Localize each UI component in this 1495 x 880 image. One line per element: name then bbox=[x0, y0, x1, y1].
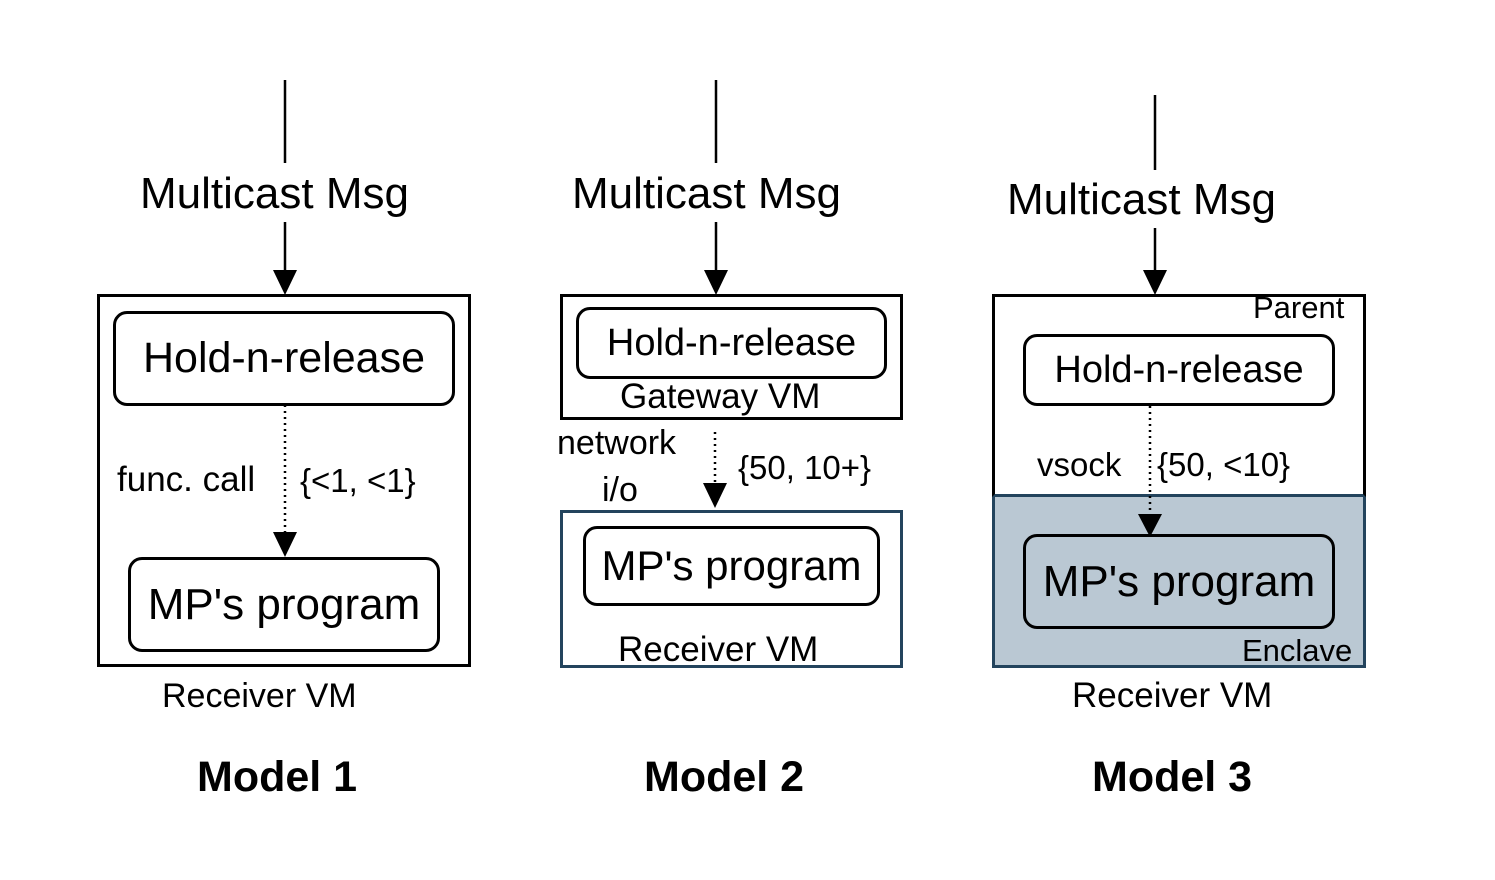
model2-input-label: Multicast Msg bbox=[572, 169, 841, 218]
model3-channel-label: vsock bbox=[1037, 446, 1122, 483]
model3-enclave-label: Enclave bbox=[1242, 633, 1353, 668]
model1-title: Model 1 bbox=[197, 753, 358, 801]
model1-program-label: MP's program bbox=[147, 579, 421, 629]
model2-channel-line1: network bbox=[557, 424, 677, 462]
model3-hold-box: Hold-n-release bbox=[1023, 334, 1335, 406]
model2-gateway-box bbox=[560, 294, 903, 420]
model3-input-arrowhead bbox=[1143, 270, 1167, 295]
model2-input-arrowhead bbox=[704, 270, 728, 295]
model3-parent-label: Parent bbox=[1253, 290, 1345, 325]
model1-channel-label: func. call bbox=[117, 460, 256, 499]
model1-latency-label: {<1, <1} bbox=[300, 462, 416, 499]
model2-program-box: MP's program bbox=[583, 526, 880, 606]
model3-latency-label: {50, <10} bbox=[1157, 446, 1291, 483]
model1-func-arrowhead bbox=[273, 532, 297, 557]
model1-input-label: Multicast Msg bbox=[140, 169, 409, 218]
model3-title: Model 3 bbox=[1092, 753, 1253, 801]
model1-vm-box bbox=[97, 294, 471, 667]
model1-input-arrowhead bbox=[273, 270, 297, 295]
model1-program-box: MP's program bbox=[128, 557, 440, 652]
model3-program-label: MP's program bbox=[1042, 556, 1316, 606]
model1-vm-label: Receiver VM bbox=[162, 677, 357, 715]
model2-latency-label: {50, 10+} bbox=[738, 449, 872, 486]
model2-gateway-label: Gateway VM bbox=[620, 377, 821, 416]
model3-parent-box bbox=[992, 294, 1366, 497]
model2-receiver-box bbox=[560, 510, 903, 668]
model1-hold-label: Hold-n-release bbox=[142, 334, 426, 382]
model2-network-arrowhead bbox=[703, 483, 727, 508]
model2-hold-box: Hold-n-release bbox=[576, 307, 887, 379]
model3-hold-label: Hold-n-release bbox=[1054, 348, 1304, 391]
model3-vm-label: Receiver VM bbox=[1072, 676, 1273, 715]
model3-input-label: Multicast Msg bbox=[1007, 175, 1276, 224]
model2-program-label: MP's program bbox=[601, 542, 862, 589]
model1-hold-box: Hold-n-release bbox=[113, 311, 455, 406]
model2-hold-label: Hold-n-release bbox=[606, 321, 857, 364]
model2-channel-line2: i/o bbox=[602, 471, 638, 509]
model3-program-box: MP's program bbox=[1023, 534, 1335, 629]
model2-vm-label: Receiver VM bbox=[618, 630, 819, 669]
model2-title: Model 2 bbox=[644, 753, 805, 801]
